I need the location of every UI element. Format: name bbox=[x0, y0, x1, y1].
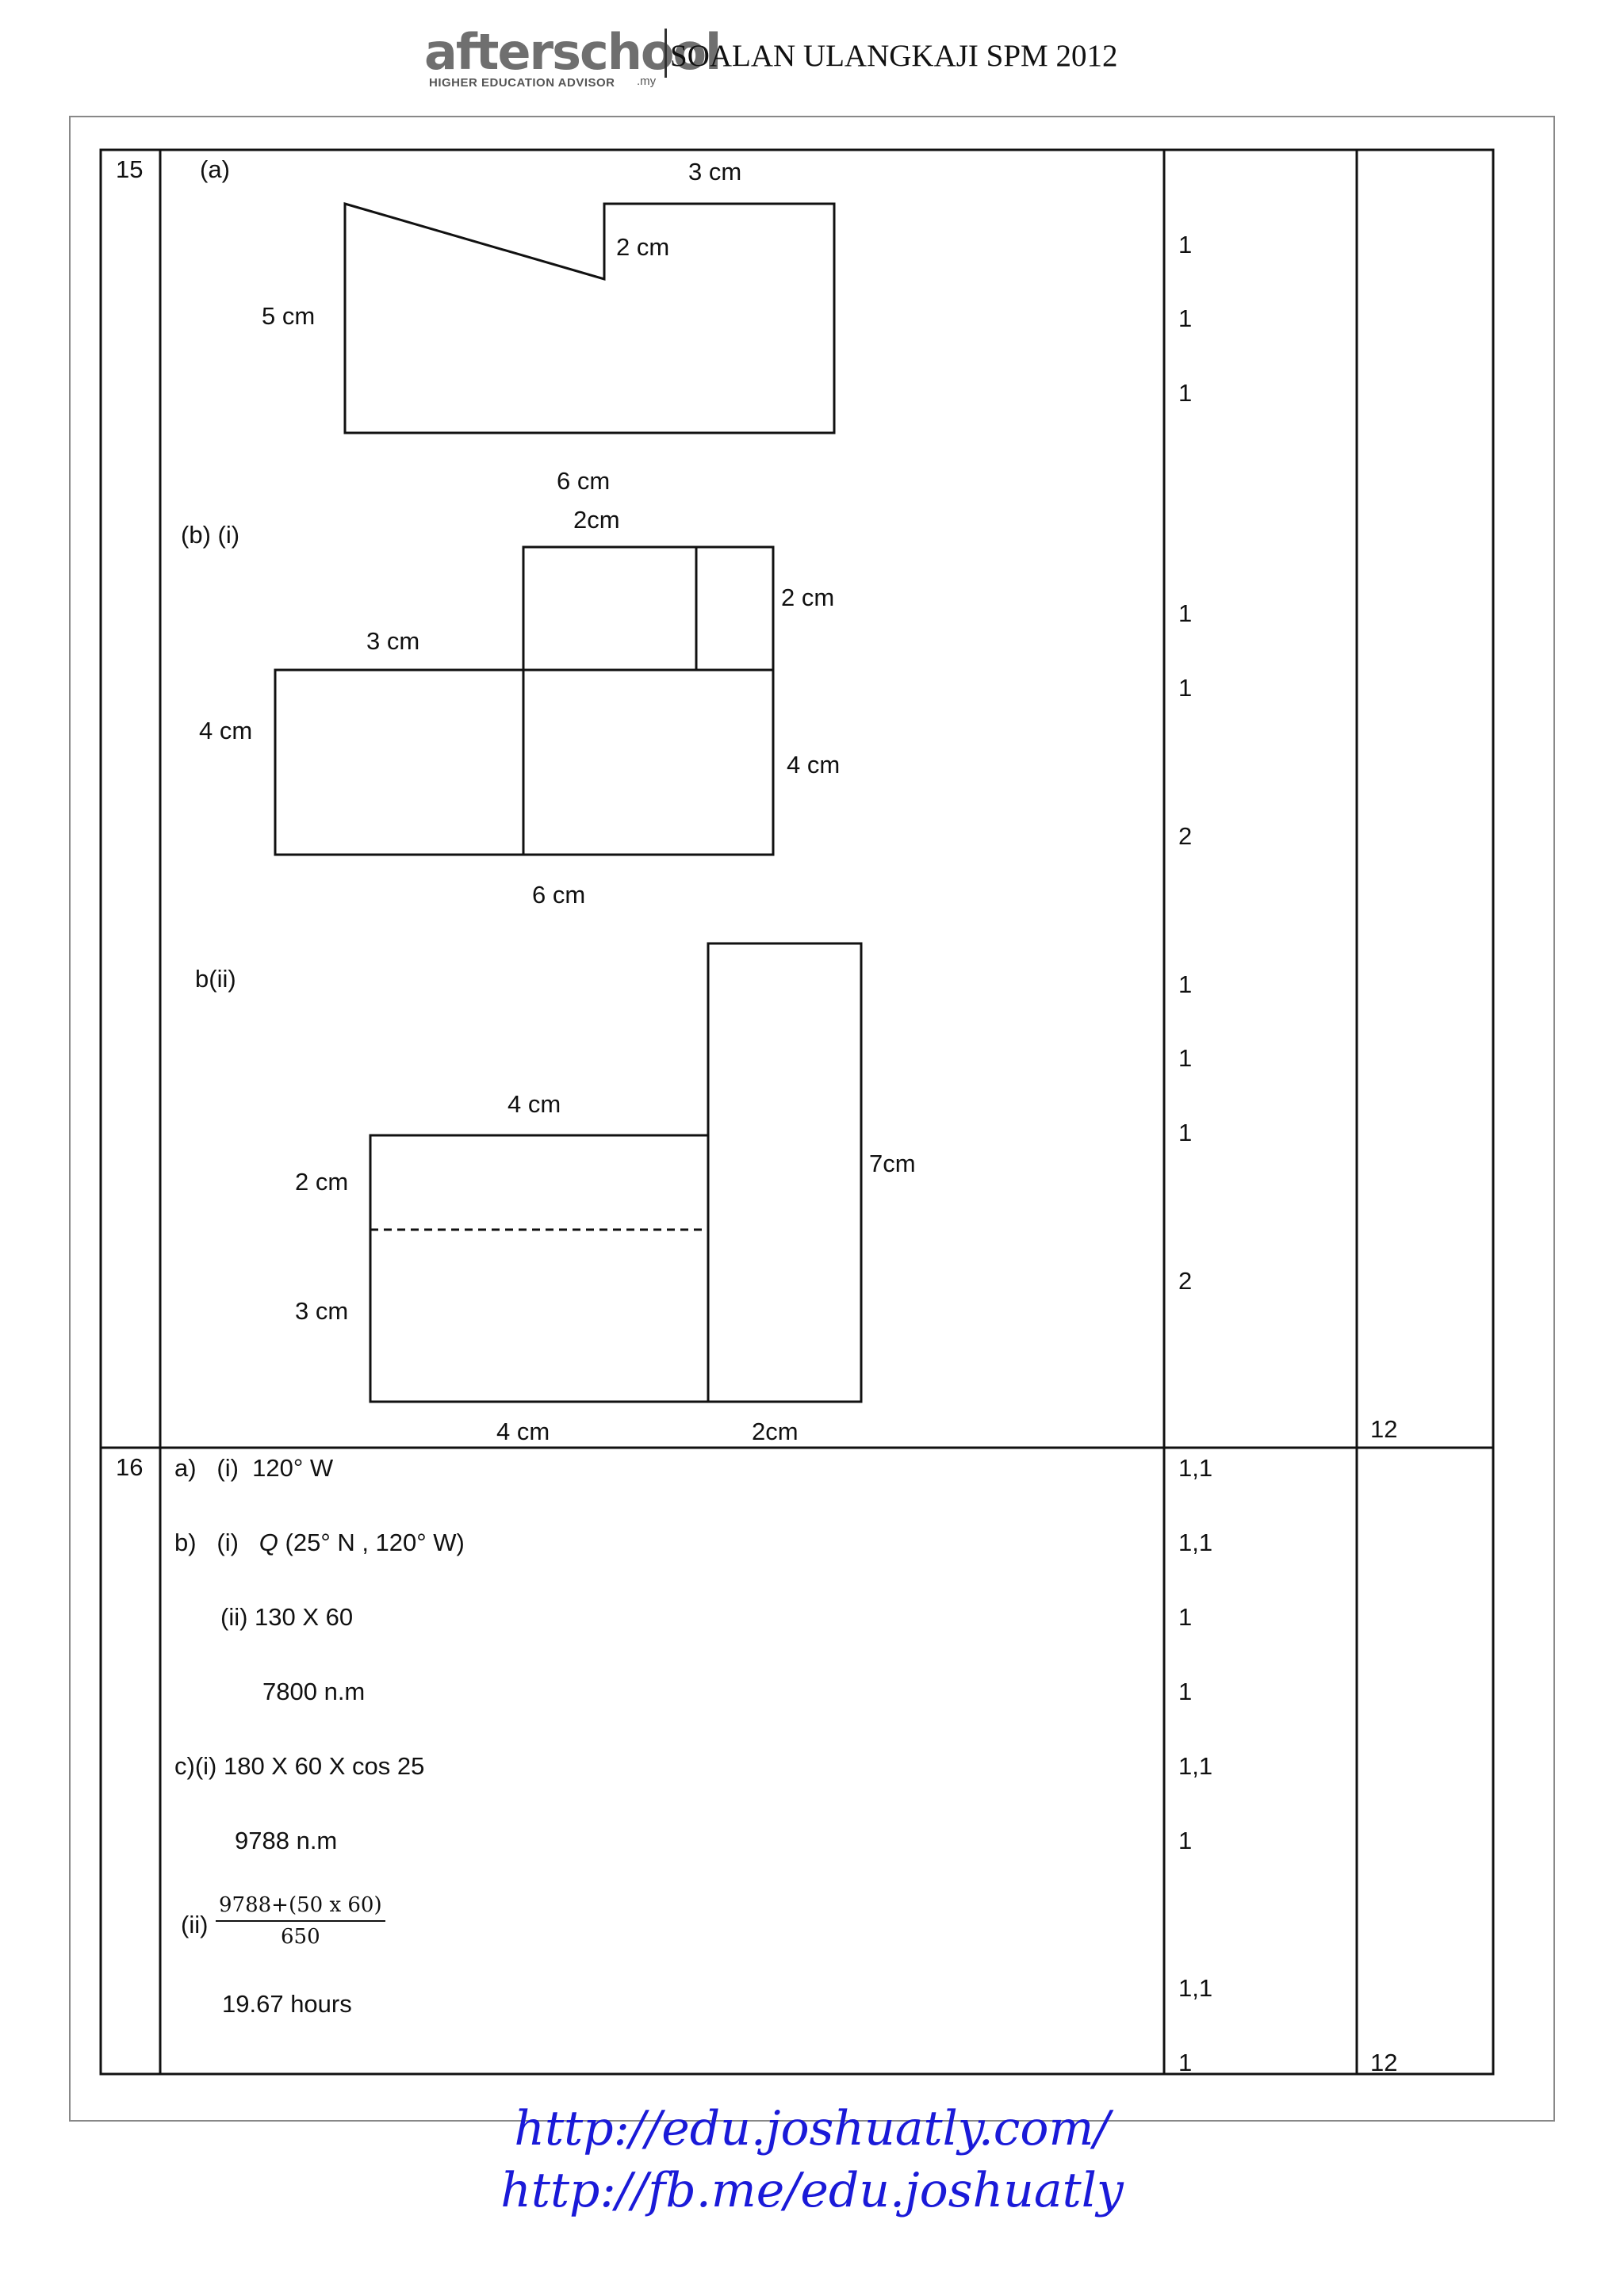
mark-15-2: 1 bbox=[1178, 304, 1193, 332]
afterschool-logo: afterschool HIGHER EDUCATION ADVISOR .my bbox=[424, 24, 722, 95]
diagram-15a-shape bbox=[343, 202, 836, 434]
mark-16-3: 1 bbox=[1178, 1603, 1193, 1631]
logo-subtitle: HIGHER EDUCATION ADVISOR bbox=[429, 76, 615, 90]
mark-15-9: 1 bbox=[1178, 1119, 1193, 1146]
mark-16-4: 1 bbox=[1178, 1678, 1193, 1705]
label-15bii-upper-left: 2 cm bbox=[295, 1168, 349, 1196]
page-frame bbox=[69, 116, 1555, 2122]
label-15bi-left: 4 cm bbox=[199, 717, 253, 744]
mark-15-6: 2 bbox=[1178, 822, 1193, 850]
label-15bi-left-top: 3 cm bbox=[366, 627, 420, 655]
mark-16-2: 1,1 bbox=[1178, 1529, 1213, 1556]
line-16b-i-prefix: b) (i) bbox=[174, 1529, 259, 1556]
line-16b-i: b) (i) Q (25° N , 120° W) bbox=[174, 1530, 465, 1555]
label-15bii-top: 4 cm bbox=[508, 1090, 561, 1118]
part-15bii-label: b(ii) bbox=[195, 965, 236, 993]
label-15bii-lower-left: 3 cm bbox=[295, 1297, 349, 1325]
line-16c-i-answer: 9788 n.m bbox=[235, 1827, 338, 1854]
label-15bii-right: 7cm bbox=[869, 1150, 916, 1177]
mark-16-7: 1,1 bbox=[1178, 1974, 1213, 2002]
mark-15-5: 1 bbox=[1178, 674, 1193, 702]
page-title: SOALAN ULANGKAJI SPM 2012 bbox=[670, 39, 1118, 73]
fraction-numerator: 9788+(50 x 60) bbox=[216, 1893, 385, 1922]
label-15bi-top: 2cm bbox=[573, 506, 620, 534]
line-16a-i: a) (i) 120° W bbox=[174, 1454, 334, 1482]
mark-16-1: 1,1 bbox=[1178, 1454, 1213, 1482]
line-16b-i-coords: (25° N , 120° W) bbox=[278, 1529, 465, 1556]
line-16b-i-point: Q bbox=[259, 1529, 278, 1556]
label-15a-top: 3 cm bbox=[688, 158, 742, 186]
label-15bi-right-small: 2 cm bbox=[781, 584, 835, 611]
label-15a-bottom: 6 cm bbox=[557, 467, 611, 495]
marking-table-grid bbox=[99, 148, 1495, 2076]
label-15bii-bottom-right: 2cm bbox=[752, 1418, 799, 1445]
line-16b-ii-answer: 7800 n.m bbox=[262, 1678, 366, 1705]
line-16b-ii: (ii) 130 X 60 bbox=[220, 1603, 354, 1631]
line-16c-ii-answer: 19.67 hours bbox=[222, 1990, 352, 2018]
fraction-16c-ii: 9788+(50 x 60) 650 bbox=[216, 1893, 385, 1949]
label-15a-step: 2 cm bbox=[616, 233, 670, 261]
mark-16-6: 1 bbox=[1178, 1827, 1193, 1854]
label-15bi-right: 4 cm bbox=[787, 751, 841, 779]
diagram-15bii-shape bbox=[369, 942, 863, 1403]
label-15bi-bottom: 6 cm bbox=[532, 881, 586, 909]
mark-15-1: 1 bbox=[1178, 231, 1193, 258]
diagram-15bi-shape bbox=[274, 545, 775, 856]
mark-16-5: 1,1 bbox=[1178, 1752, 1213, 1780]
footer-link-facebook[interactable]: http://fb.me/edu.joshuatly bbox=[500, 2163, 1124, 2218]
mark-16-8: 1 bbox=[1178, 2049, 1193, 2076]
header-separator bbox=[665, 29, 667, 78]
total-16: 12 bbox=[1370, 2049, 1398, 2076]
mark-15-4: 1 bbox=[1178, 599, 1193, 627]
line-16c-ii-label: (ii) bbox=[181, 1911, 209, 1938]
mark-15-3: 1 bbox=[1178, 379, 1193, 407]
label-15a-left: 5 cm bbox=[262, 302, 316, 330]
question-number-15: 15 bbox=[116, 155, 144, 183]
line-16c-i: c)(i) 180 X 60 X cos 25 bbox=[174, 1752, 425, 1780]
mark-15-7: 1 bbox=[1178, 970, 1193, 998]
mark-15-10: 2 bbox=[1178, 1267, 1193, 1295]
label-15bii-bottom-left: 4 cm bbox=[496, 1418, 550, 1445]
logo-domain: .my bbox=[637, 75, 657, 88]
footer-link-website[interactable]: http://edu.joshuatly.com/ bbox=[514, 2101, 1110, 2156]
mark-15-8: 1 bbox=[1178, 1044, 1193, 1072]
logo-wordmark: afterschool bbox=[424, 23, 722, 81]
part-15a-label: (a) bbox=[200, 155, 230, 183]
fraction-denominator: 650 bbox=[280, 1925, 320, 1949]
part-15bi-label: (b) (i) bbox=[181, 521, 240, 549]
total-15: 12 bbox=[1370, 1415, 1398, 1443]
question-number-16: 16 bbox=[116, 1453, 144, 1481]
